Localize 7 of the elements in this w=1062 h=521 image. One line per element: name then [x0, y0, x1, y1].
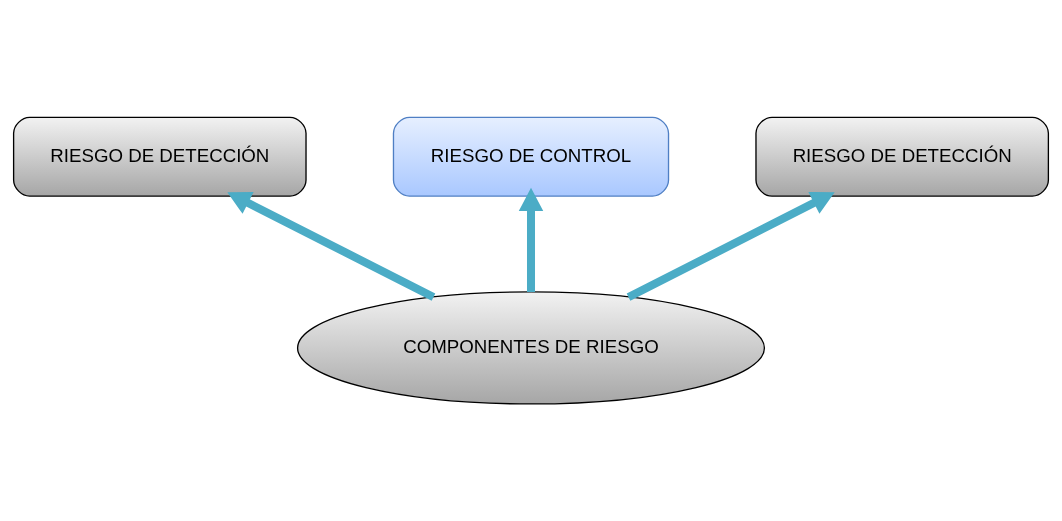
arrow [227, 192, 436, 301]
node-box: RIESGO DE CONTROL [392, 116, 670, 197]
arrow [626, 192, 835, 301]
node-box: RIESGO DE DETECCIÓN [755, 116, 1050, 197]
node-box: RIESGO DE DETECCIÓN [12, 116, 307, 197]
node-ellipse: COMPONENTES DE RIESGO [296, 291, 766, 405]
arrow [518, 187, 544, 293]
